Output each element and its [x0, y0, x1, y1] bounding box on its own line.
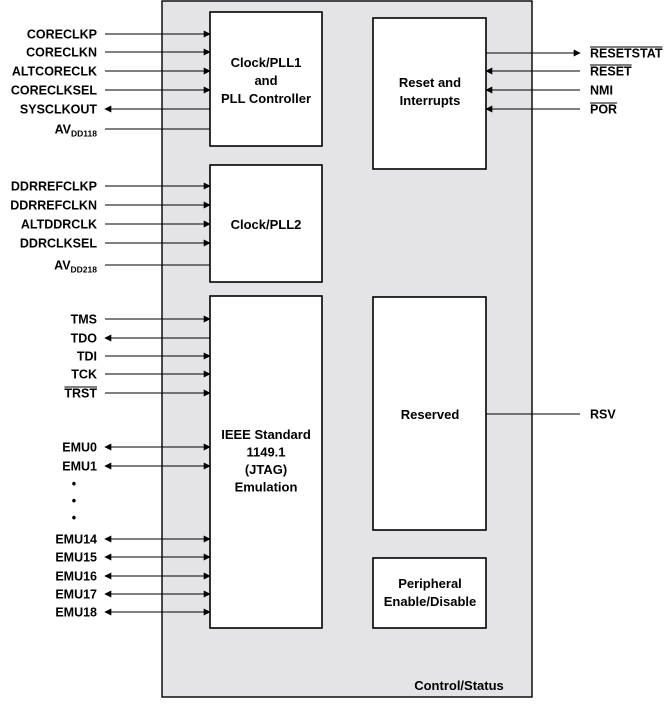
pin-label-subscript: DD218: [71, 265, 98, 275]
pin-label-text: AV: [54, 259, 71, 273]
pin-label-tms: TMS: [71, 313, 97, 327]
pin-label-emu16: EMU16: [55, 570, 97, 584]
pin-label-tdo: TDO: [71, 332, 98, 346]
pin-label-text: EMU17: [55, 588, 97, 602]
reset-label-line: Reset and: [399, 75, 461, 90]
pin-label-subscript: DD118: [71, 129, 97, 139]
pin-label-text: CORECLKP: [27, 28, 97, 42]
emu-ellipsis-dot: •: [72, 494, 76, 508]
pin-label-trst: TRST: [64, 387, 97, 401]
pll2-block: [209, 164, 323, 283]
jtag-label-line: 1149.1: [246, 445, 285, 460]
pin-label-coreclksel: CORECLKSEL: [11, 84, 97, 98]
pin-label-emu0: EMU0: [62, 441, 97, 455]
pin-label-avdd218: AVDD218: [54, 259, 97, 275]
pin-label-text: CORECLKN: [26, 46, 97, 60]
emu-ellipsis-dot: •: [72, 477, 76, 491]
pin-label-emu1: EMU1: [62, 460, 97, 474]
pin-label-text: TDO: [71, 332, 98, 346]
pin-label-ddrclksel: DDRCLKSEL: [20, 237, 97, 251]
pin-label-text: EMU0: [62, 441, 97, 455]
pll2-label-line: Clock/PLL2: [231, 217, 302, 232]
pin-label-reset: RESET: [590, 65, 632, 79]
pin-label-text: ALTDDRCLK: [21, 218, 97, 232]
peripheral-label-line: Enable/Disable: [384, 594, 476, 609]
pin-label-text: EMU18: [55, 606, 97, 620]
pin-label-resetstat: RESETSTAT: [590, 47, 663, 61]
pll1-label-line: and: [254, 73, 277, 88]
jtag-label-line: Emulation: [235, 480, 298, 495]
pin-label-emu14: EMU14: [55, 533, 97, 547]
pin-label-por: POR: [590, 103, 617, 117]
pin-label-altcoreclk: ALTCORECLK: [12, 65, 97, 79]
pin-label-nmi: NMI: [590, 84, 613, 98]
pin-label-text: TMS: [71, 313, 97, 327]
pin-label-avdd118: AVDD118: [55, 123, 98, 139]
peripheral-label-line: Peripheral: [398, 576, 462, 591]
pin-label-text: EMU14: [55, 533, 97, 547]
pin-label-text: EMU1: [62, 460, 97, 474]
pin-label-emu17: EMU17: [55, 588, 97, 602]
container-label: Control/Status: [414, 678, 504, 693]
peripheral-block: [372, 557, 487, 629]
jtag-label-line: (JTAG): [245, 462, 287, 477]
reserved-label-line: Reserved: [401, 407, 460, 422]
pin-label-sysclkout: SYSCLKOUT: [20, 103, 97, 117]
pin-label-emu18: EMU18: [55, 606, 97, 620]
pin-label-ddrrefclkp: DDRREFCLKP: [11, 180, 97, 194]
pin-label-text: DDRREFCLKP: [11, 180, 97, 194]
pin-label-coreclkp: CORECLKP: [27, 28, 97, 42]
reserved-block: [372, 296, 487, 531]
pin-label-text: EMU16: [55, 570, 97, 584]
pin-label-text: DDRCLKSEL: [20, 237, 97, 251]
jtag-block: [209, 295, 323, 629]
pin-label-text: TCK: [71, 368, 97, 382]
pin-label-tck: TCK: [71, 368, 97, 382]
pin-label-tdi: TDI: [77, 350, 97, 364]
pin-label-text: DDRREFCLKN: [10, 199, 97, 213]
reset-label-line: Interrupts: [400, 93, 461, 108]
pll1-block: [209, 11, 323, 147]
pin-label-text: TRST: [64, 387, 97, 401]
pin-label-rsv: RSV: [590, 408, 616, 422]
pin-label-emu15: EMU15: [55, 551, 97, 565]
pin-label-coreclkn: CORECLKN: [26, 46, 97, 60]
pin-label-ddrrefclkn: DDRREFCLKN: [10, 199, 97, 213]
pin-label-altddrclk: ALTDDRCLK: [21, 218, 97, 232]
pin-label-text: TDI: [77, 350, 97, 364]
pin-label-text: EMU15: [55, 551, 97, 565]
jtag-label-line: IEEE Standard: [221, 427, 311, 442]
pll1-label-line: PLL Controller: [221, 91, 311, 106]
emu-ellipsis-dot: •: [72, 511, 76, 525]
pll1-label-line: Clock/PLL1: [231, 55, 302, 70]
pin-label-text: CORECLKSEL: [11, 84, 97, 98]
pin-label-text: SYSCLKOUT: [20, 103, 97, 117]
pin-label-text: AV: [55, 123, 72, 137]
pin-label-text: ALTCORECLK: [12, 65, 97, 79]
reset-block: [372, 17, 487, 170]
